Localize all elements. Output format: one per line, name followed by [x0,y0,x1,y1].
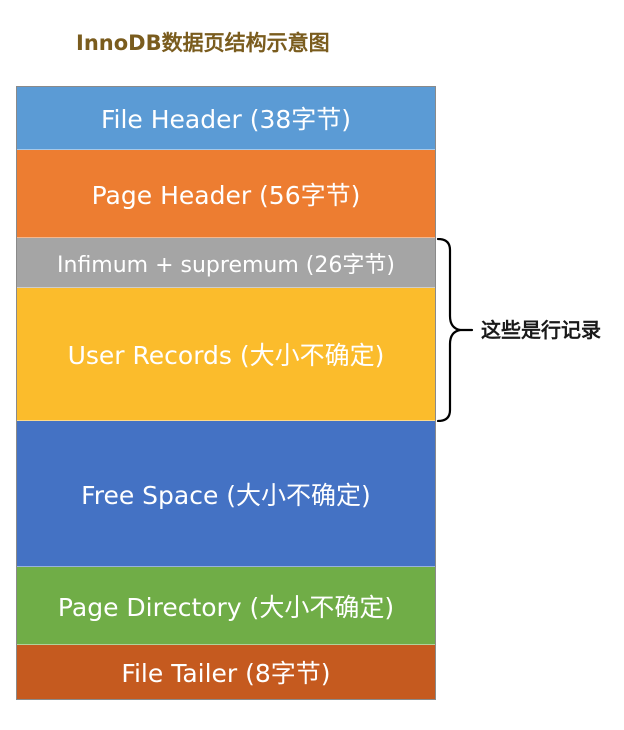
block-page-directory: Page Directory (大小不确定) [17,567,435,645]
diagram-title: InnoDB数据页结构示意图 [76,31,330,55]
block-free-space: Free Space (大小不确定) [17,421,435,567]
block-infimum-supremum: Infimum + supremum (26字节) [17,238,435,288]
block-file-tailer-label: File Tailer (8字节) [121,659,331,688]
block-infimum-supremum-label: Infimum + supremum (26字节) [57,252,395,278]
block-page-header-label: Page Header (56字节) [91,180,361,210]
block-page-directory-label: Page Directory (大小不确定) [57,592,395,622]
block-user-records: User Records (大小不确定) [17,288,435,421]
block-file-tailer: File Tailer (8字节) [17,645,435,699]
block-user-records-label: User Records (大小不确定) [67,341,385,370]
curly-brace-icon [436,238,474,422]
block-file-header-label: File Header (38字节) [100,105,352,134]
page-structure-stack: File Header (38字节) Page Header (56字节) In… [16,86,436,700]
block-free-space-label: Free Space (大小不确定) [81,480,371,510]
block-page-header: Page Header (56字节) [17,150,435,238]
block-file-header: File Header (38字节) [17,87,435,150]
row-records-annotation: 这些是行记录 [481,318,601,342]
